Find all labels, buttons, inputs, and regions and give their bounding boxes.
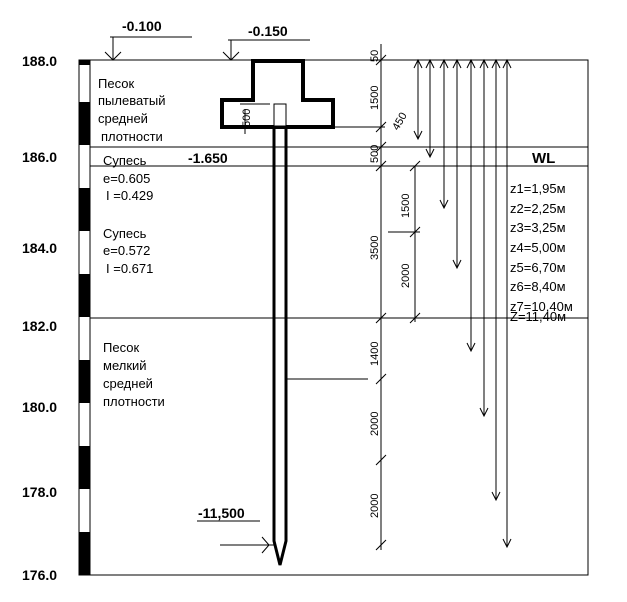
foundation-top-label: -0.150	[248, 23, 288, 39]
dim-sub4: 2000	[369, 412, 381, 436]
dim-wl-depth: 500	[369, 145, 381, 163]
elevation-scale-bar	[78, 59, 91, 576]
elevation-label-182: 182.0	[22, 318, 57, 334]
depth-arrows	[413, 58, 512, 549]
z-values-list: z1=1,95м z2=2,25м z3=3,25м z4=5,00м z5=6…	[510, 181, 573, 324]
dim-sub1: 1500	[400, 194, 412, 218]
svg-text:z4=5,00м: z4=5,00м	[510, 240, 566, 255]
foundation-top-marker	[222, 39, 310, 61]
dim-sub2: 2000	[400, 264, 412, 288]
elevation-label-184: 184.0	[22, 240, 57, 256]
svg-text:z3=3,25м: z3=3,25м	[510, 220, 566, 235]
layer-1-description: Песок пылеватый средней плотности	[98, 76, 165, 144]
inner-dimension-chain	[388, 160, 421, 324]
svg-text:Песок: Песок	[103, 340, 139, 355]
svg-text:Песок: Песок	[98, 76, 134, 91]
ground-level-marker	[104, 36, 192, 61]
pile-tip-label: -11,500	[198, 505, 245, 521]
dim-top-offset: 50	[369, 50, 381, 62]
ground-level-label: -0.100	[122, 18, 162, 34]
pile-head	[273, 103, 287, 127]
svg-text:z7=10,40м: z7=10,40м	[510, 299, 573, 314]
elevation-label-178: 178.0	[22, 484, 57, 500]
svg-text:Супесь: Супесь	[103, 226, 147, 241]
elevation-label-176: 176.0	[22, 567, 57, 583]
dim-embed: 500	[241, 109, 253, 127]
svg-text:средней: средней	[103, 376, 153, 391]
svg-text:Супесь: Супесь	[103, 153, 147, 168]
svg-text:z1=1,95м: z1=1,95м	[510, 181, 566, 196]
svg-text:средней: средней	[98, 111, 148, 126]
svg-text:плотности: плотности	[101, 129, 163, 144]
svg-text:z2=2,25м: z2=2,25м	[510, 201, 566, 216]
elevation-label-186: 186.0	[22, 149, 57, 165]
dim-sub5: 2000	[369, 494, 381, 518]
svg-text:z6=8,40м: z6=8,40м	[510, 279, 566, 294]
svg-text:мелкий: мелкий	[103, 358, 147, 373]
dim-layer2: 3500	[369, 236, 381, 260]
dim-sub3: 1400	[369, 342, 381, 366]
svg-text:e=0.572: e=0.572	[103, 243, 150, 258]
foundation-base-label: -1.650	[188, 150, 228, 166]
dim-slab-offset: 450	[390, 111, 410, 133]
dim-grillage-height: 1500	[369, 86, 381, 110]
svg-text:плотности: плотности	[103, 394, 165, 409]
svg-text:I =0.671: I =0.671	[106, 261, 153, 276]
pile-tip-marker	[197, 520, 275, 554]
svg-text:z5=6,70м: z5=6,70м	[510, 260, 566, 275]
elevation-label-180: 180.0	[22, 399, 57, 415]
svg-text:e=0.605: e=0.605	[103, 171, 150, 186]
svg-text:Z=11,40м: Z=11,40м	[510, 309, 566, 324]
dimension-chain	[375, 44, 387, 551]
elevation-label-188: 188.0	[22, 53, 57, 69]
pile-shaft	[272, 127, 288, 566]
svg-text:I =0.429: I =0.429	[106, 188, 153, 203]
layer-4-description: Песок мелкий средней плотности	[103, 340, 165, 409]
water-level-label: WL	[532, 150, 555, 167]
layer-2-description: Супесь e=0.605 I =0.429	[103, 153, 153, 203]
svg-text:пылеватый: пылеватый	[98, 93, 165, 108]
layer-3-description: Супесь e=0.572 I =0.671	[103, 226, 153, 276]
